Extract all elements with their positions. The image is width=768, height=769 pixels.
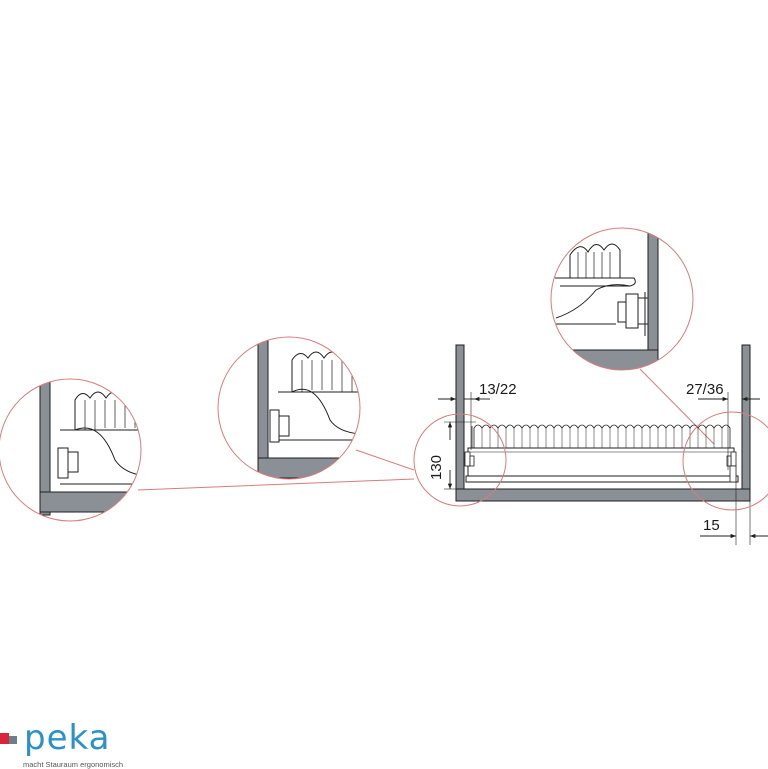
runner-left	[464, 451, 475, 467]
peka-logo-mark-icon	[0, 733, 18, 751]
cabinet	[455, 344, 751, 502]
peka-logo: peka macht Stauraum ergonomisch	[0, 718, 150, 769]
dim-side-offset: 15	[703, 517, 720, 534]
detail-right	[550, 227, 694, 371]
logo-wordmark: peka	[24, 718, 111, 758]
dim-right-gap: 27/36	[686, 381, 724, 398]
plate-rack	[473, 424, 731, 448]
dim-height: 130	[428, 455, 445, 480]
runner-right	[726, 451, 737, 483]
drawer-tray	[465, 426, 739, 483]
logo-tagline: macht Stauraum ergonomisch	[23, 760, 124, 769]
dimension-lines	[438, 392, 768, 545]
dim-left-gap: 13/22	[479, 381, 517, 398]
highlight-circles	[413, 411, 768, 511]
callout-lines	[137, 368, 715, 491]
detail-middle	[217, 336, 361, 480]
detail-left	[0, 378, 142, 522]
